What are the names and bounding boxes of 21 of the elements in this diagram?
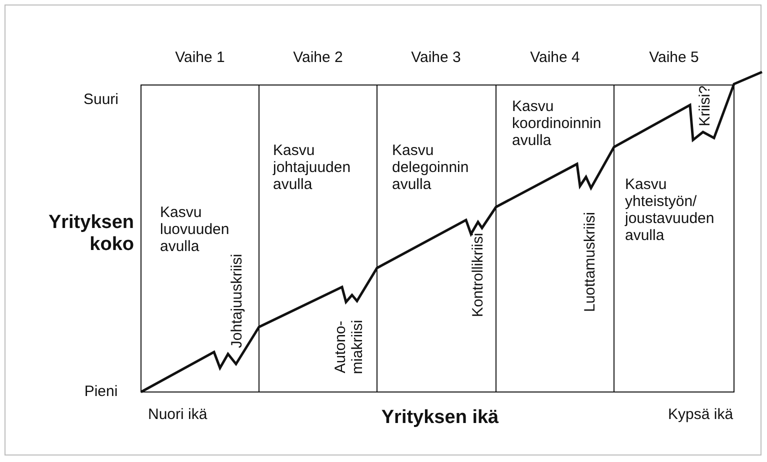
phase-heading: Vaihe 3 <box>410 49 462 66</box>
crisis-label: Kriisi? <box>696 86 714 126</box>
crisis-label: Johtajuuskriisi <box>228 254 246 348</box>
phase-heading: Vaihe 1 <box>174 49 226 66</box>
growth-text: Kasvu luovuuden avulla <box>160 204 230 255</box>
phase-heading: Vaihe 2 <box>292 49 344 66</box>
axis-title: Yrityksen koko <box>47 212 134 256</box>
crisis-label: Kontrollikriisi <box>470 232 486 318</box>
growth-text: Kasvu yhteistyön/ joustavuuden avulla <box>625 176 716 244</box>
axis-title: Yrityksen ikä <box>380 407 500 429</box>
axis-label: Nuori ikä <box>148 406 208 423</box>
growth-text: Kasvu delegoinnin avulla <box>392 142 470 193</box>
axis-label: Kypsä ikä <box>668 406 734 423</box>
crisis-label: Luottamuskriisi <box>582 212 598 312</box>
growth-text: Kasvu johtajuuden avulla <box>273 142 352 193</box>
axis-label: Pieni <box>83 383 119 400</box>
axis-label: Suuri <box>82 91 120 108</box>
growth-text: Kasvu koordinoinnin avulla <box>512 98 602 149</box>
phase-heading: Vaihe 5 <box>648 49 700 66</box>
crisis-label: Autono- miakriisi <box>332 319 366 375</box>
phase-heading: Vaihe 4 <box>529 49 581 66</box>
